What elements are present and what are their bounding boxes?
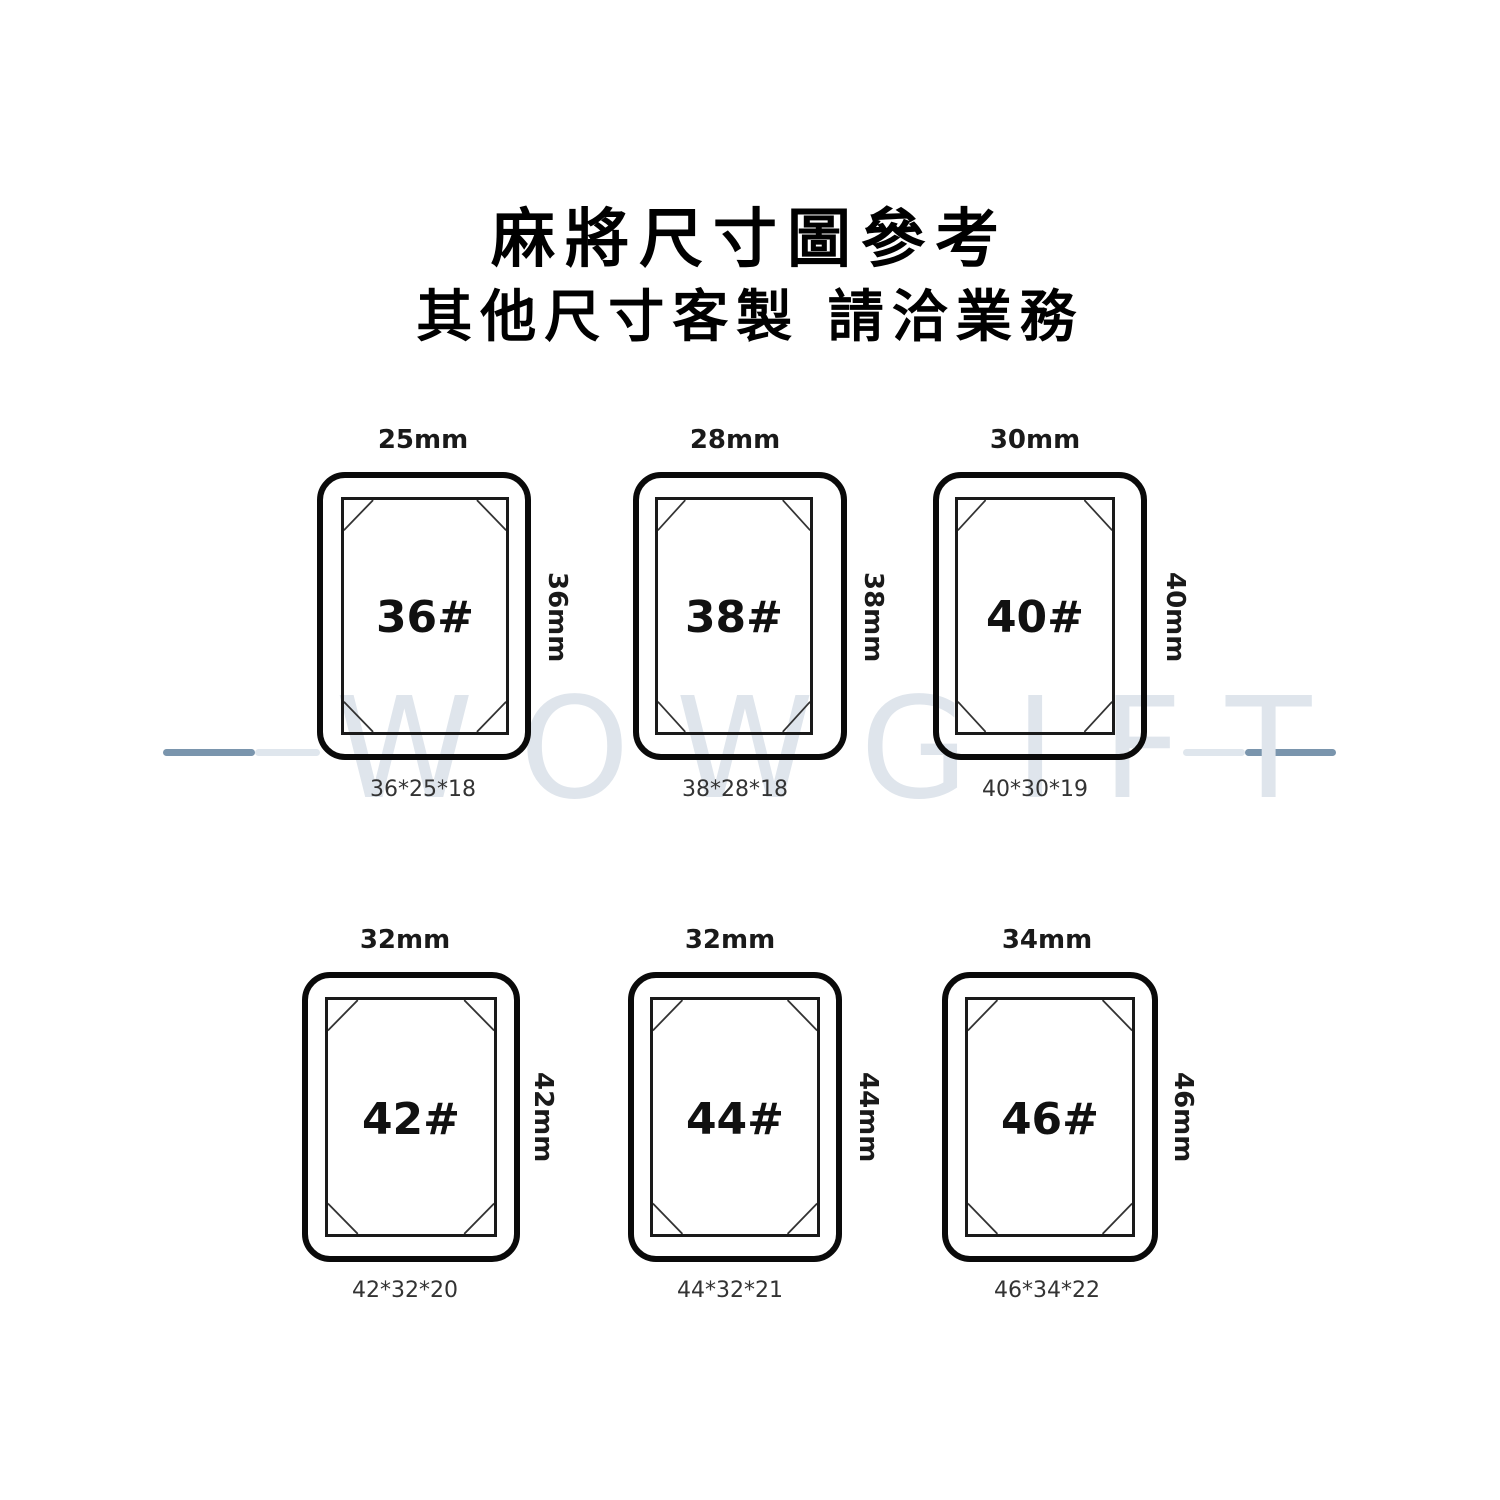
tile-size-number: 40#	[985, 592, 1085, 643]
height-label: 42mm	[528, 1072, 558, 1163]
watermark-line-right-dark	[1245, 749, 1336, 756]
tile-outer-frame	[942, 972, 1158, 1262]
width-label: 25mm	[377, 425, 469, 455]
tile-inner-face: 42#	[325, 997, 497, 1237]
tile-inner-face: 46#	[965, 997, 1135, 1237]
tile-diagram-36: 25mm 36# 36mm 36*25*18	[300, 420, 600, 820]
tile-size-number: 44#	[685, 1094, 785, 1145]
tile-outer-frame	[628, 972, 842, 1262]
width-label: 30mm	[989, 425, 1081, 455]
corner-marks-icon	[658, 500, 810, 732]
watermark-line-left-dark	[163, 749, 255, 756]
tile-diagram-40: 30mm 40# 40mm 40*30*19	[920, 420, 1220, 820]
width-label: 34mm	[1001, 925, 1093, 955]
watermark-line-right-light	[1183, 749, 1245, 756]
corner-marks-icon	[968, 1000, 1132, 1234]
dimensions-label: 44*32*21	[677, 1278, 783, 1303]
corner-marks-icon	[653, 1000, 817, 1234]
tile-diagram-42: 32mm 42# 42mm 42*32*20	[290, 920, 590, 1320]
dimensions-label: 40*30*19	[982, 777, 1088, 802]
tile-outer-frame	[302, 972, 520, 1262]
tile-diagram-46: 34mm 46# 46mm 46*34*22	[930, 920, 1230, 1320]
width-label: 32mm	[359, 925, 451, 955]
tile-diagram-44: 32mm 44# 44mm 44*32*21	[615, 920, 915, 1320]
dimensions-label: 42*32*20	[352, 1278, 458, 1303]
height-label: 36mm	[542, 572, 572, 663]
dimensions-label: 38*28*18	[682, 777, 788, 802]
corner-marks-icon	[344, 500, 506, 732]
width-label: 32mm	[684, 925, 776, 955]
tile-size-number: 42#	[361, 1094, 461, 1145]
watermark-line-left-light	[255, 749, 320, 756]
tile-outer-frame	[933, 472, 1147, 760]
tile-size-number: 36#	[375, 592, 475, 643]
tile-outer-frame	[317, 472, 531, 760]
tile-inner-face: 40#	[955, 497, 1115, 735]
tile-size-number: 38#	[684, 592, 784, 643]
dimensions-label: 46*34*22	[994, 1278, 1100, 1303]
tile-inner-face: 36#	[341, 497, 509, 735]
tile-outer-frame	[633, 472, 847, 760]
tile-size-number: 46#	[1000, 1094, 1100, 1145]
height-label: 38mm	[858, 572, 888, 663]
dimensions-label: 36*25*18	[370, 777, 476, 802]
corner-marks-icon	[328, 1000, 494, 1234]
page-title: 麻將尺寸圖參考	[491, 203, 1009, 277]
page-subtitle: 其他尺寸客製 請洽業務	[416, 285, 1084, 350]
tile-inner-face: 38#	[655, 497, 813, 735]
height-label: 46mm	[1168, 1072, 1198, 1163]
height-label: 40mm	[1160, 572, 1190, 663]
corner-marks-icon	[958, 500, 1112, 732]
tile-inner-face: 44#	[650, 997, 820, 1237]
tile-diagram-38: 28mm 38# 38mm 38*28*18	[620, 420, 920, 820]
width-label: 28mm	[689, 425, 781, 455]
height-label: 44mm	[853, 1072, 883, 1163]
